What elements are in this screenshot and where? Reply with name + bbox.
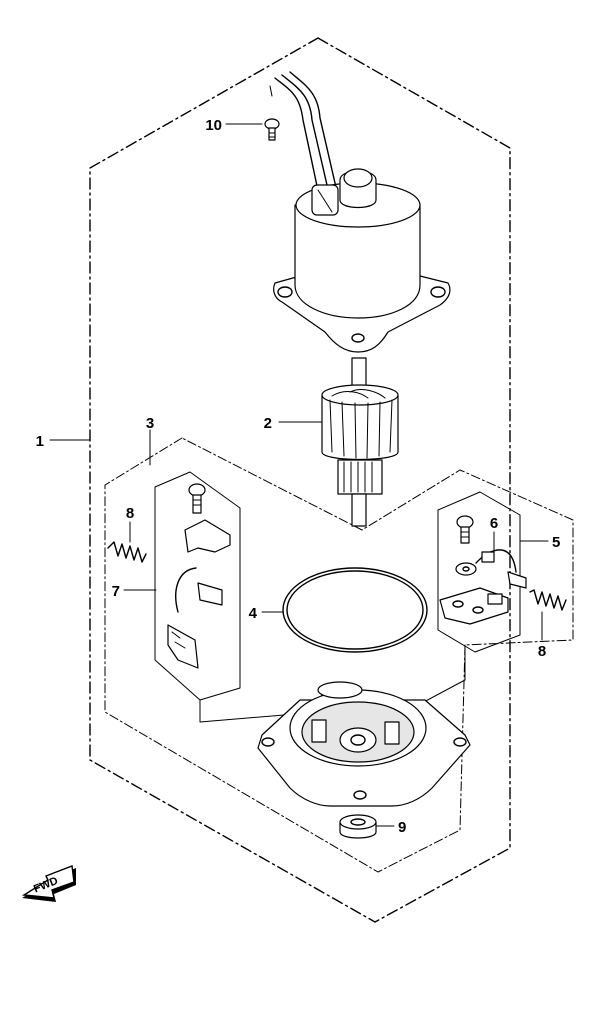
callout-8-right: 8 — [538, 643, 546, 660]
callout-7: 7 — [112, 583, 120, 600]
subassembly-outline-3 — [104, 437, 574, 873]
fwd-arrow-icon — [21, 865, 76, 902]
callout-5: 5 — [552, 534, 560, 551]
callout-4: 4 — [249, 605, 258, 622]
callout-10: 10 — [205, 117, 222, 134]
brush-holder-right — [439, 515, 527, 625]
bushing-9 — [339, 814, 377, 839]
o-ring-4 — [282, 567, 428, 653]
callout-3: 3 — [146, 415, 154, 432]
brush-box-right — [437, 491, 521, 653]
assembly-outline-1 — [89, 37, 511, 923]
callout-1: 1 — [36, 433, 44, 450]
spring-8-right — [529, 589, 567, 611]
callout-8-left: 8 — [126, 505, 134, 522]
leader-lines — [49, 123, 549, 827]
armature-2 — [321, 357, 399, 527]
motor-housing — [269, 71, 451, 353]
end-cap-base — [257, 681, 471, 807]
brush-holder-left — [167, 483, 231, 669]
spring-8-left — [107, 541, 147, 563]
callout-9: 9 — [398, 819, 406, 836]
screw-10 — [264, 118, 280, 141]
callout-6: 6 — [490, 515, 498, 532]
callout-2: 2 — [264, 415, 272, 432]
